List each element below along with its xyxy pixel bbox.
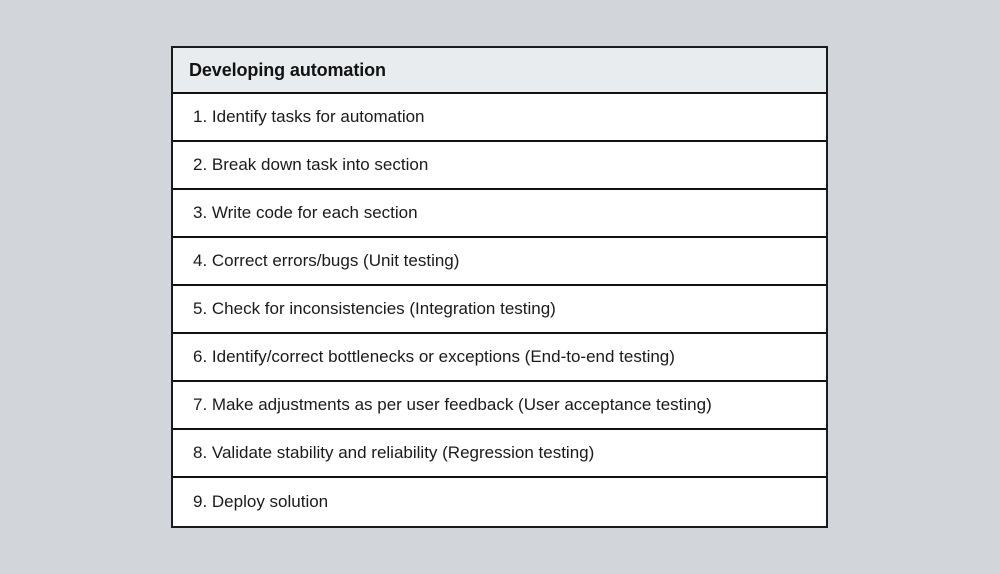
table-header-row: Developing automation xyxy=(173,48,826,94)
table-row: 9. Deploy solution xyxy=(173,478,826,526)
table-row-label: 7. Make adjustments as per user feedback… xyxy=(193,394,712,414)
table-row-label: 8. Validate stability and reliability (R… xyxy=(193,442,595,462)
table-row: 6. Identify/correct bottlenecks or excep… xyxy=(173,334,826,382)
table-row-label: 5. Check for inconsistencies (Integratio… xyxy=(193,298,556,318)
table-row-label: 9. Deploy solution xyxy=(193,491,329,511)
table-row-label: 1. Identify tasks for automation xyxy=(193,106,425,126)
table-row-label: 3. Write code for each section xyxy=(193,202,418,222)
table-row-label: 4. Correct errors/bugs (Unit testing) xyxy=(193,250,460,270)
developing-automation-table: Developing automation 1. Identify tasks … xyxy=(171,46,828,528)
table-row: 7. Make adjustments as per user feedback… xyxy=(173,382,826,430)
table-row-label: 6. Identify/correct bottlenecks or excep… xyxy=(193,346,675,366)
table-row: 8. Validate stability and reliability (R… xyxy=(173,430,826,478)
table-row-label: 2. Break down task into section xyxy=(193,154,429,174)
table-row: 3. Write code for each section xyxy=(173,190,826,238)
table-row: 2. Break down task into section xyxy=(173,142,826,190)
table-row: 4. Correct errors/bugs (Unit testing) xyxy=(173,238,826,286)
table-body: 1. Identify tasks for automation 2. Brea… xyxy=(173,94,826,526)
table-row: 1. Identify tasks for automation xyxy=(173,94,826,142)
table-header-title: Developing automation xyxy=(189,60,386,80)
table-row: 5. Check for inconsistencies (Integratio… xyxy=(173,286,826,334)
